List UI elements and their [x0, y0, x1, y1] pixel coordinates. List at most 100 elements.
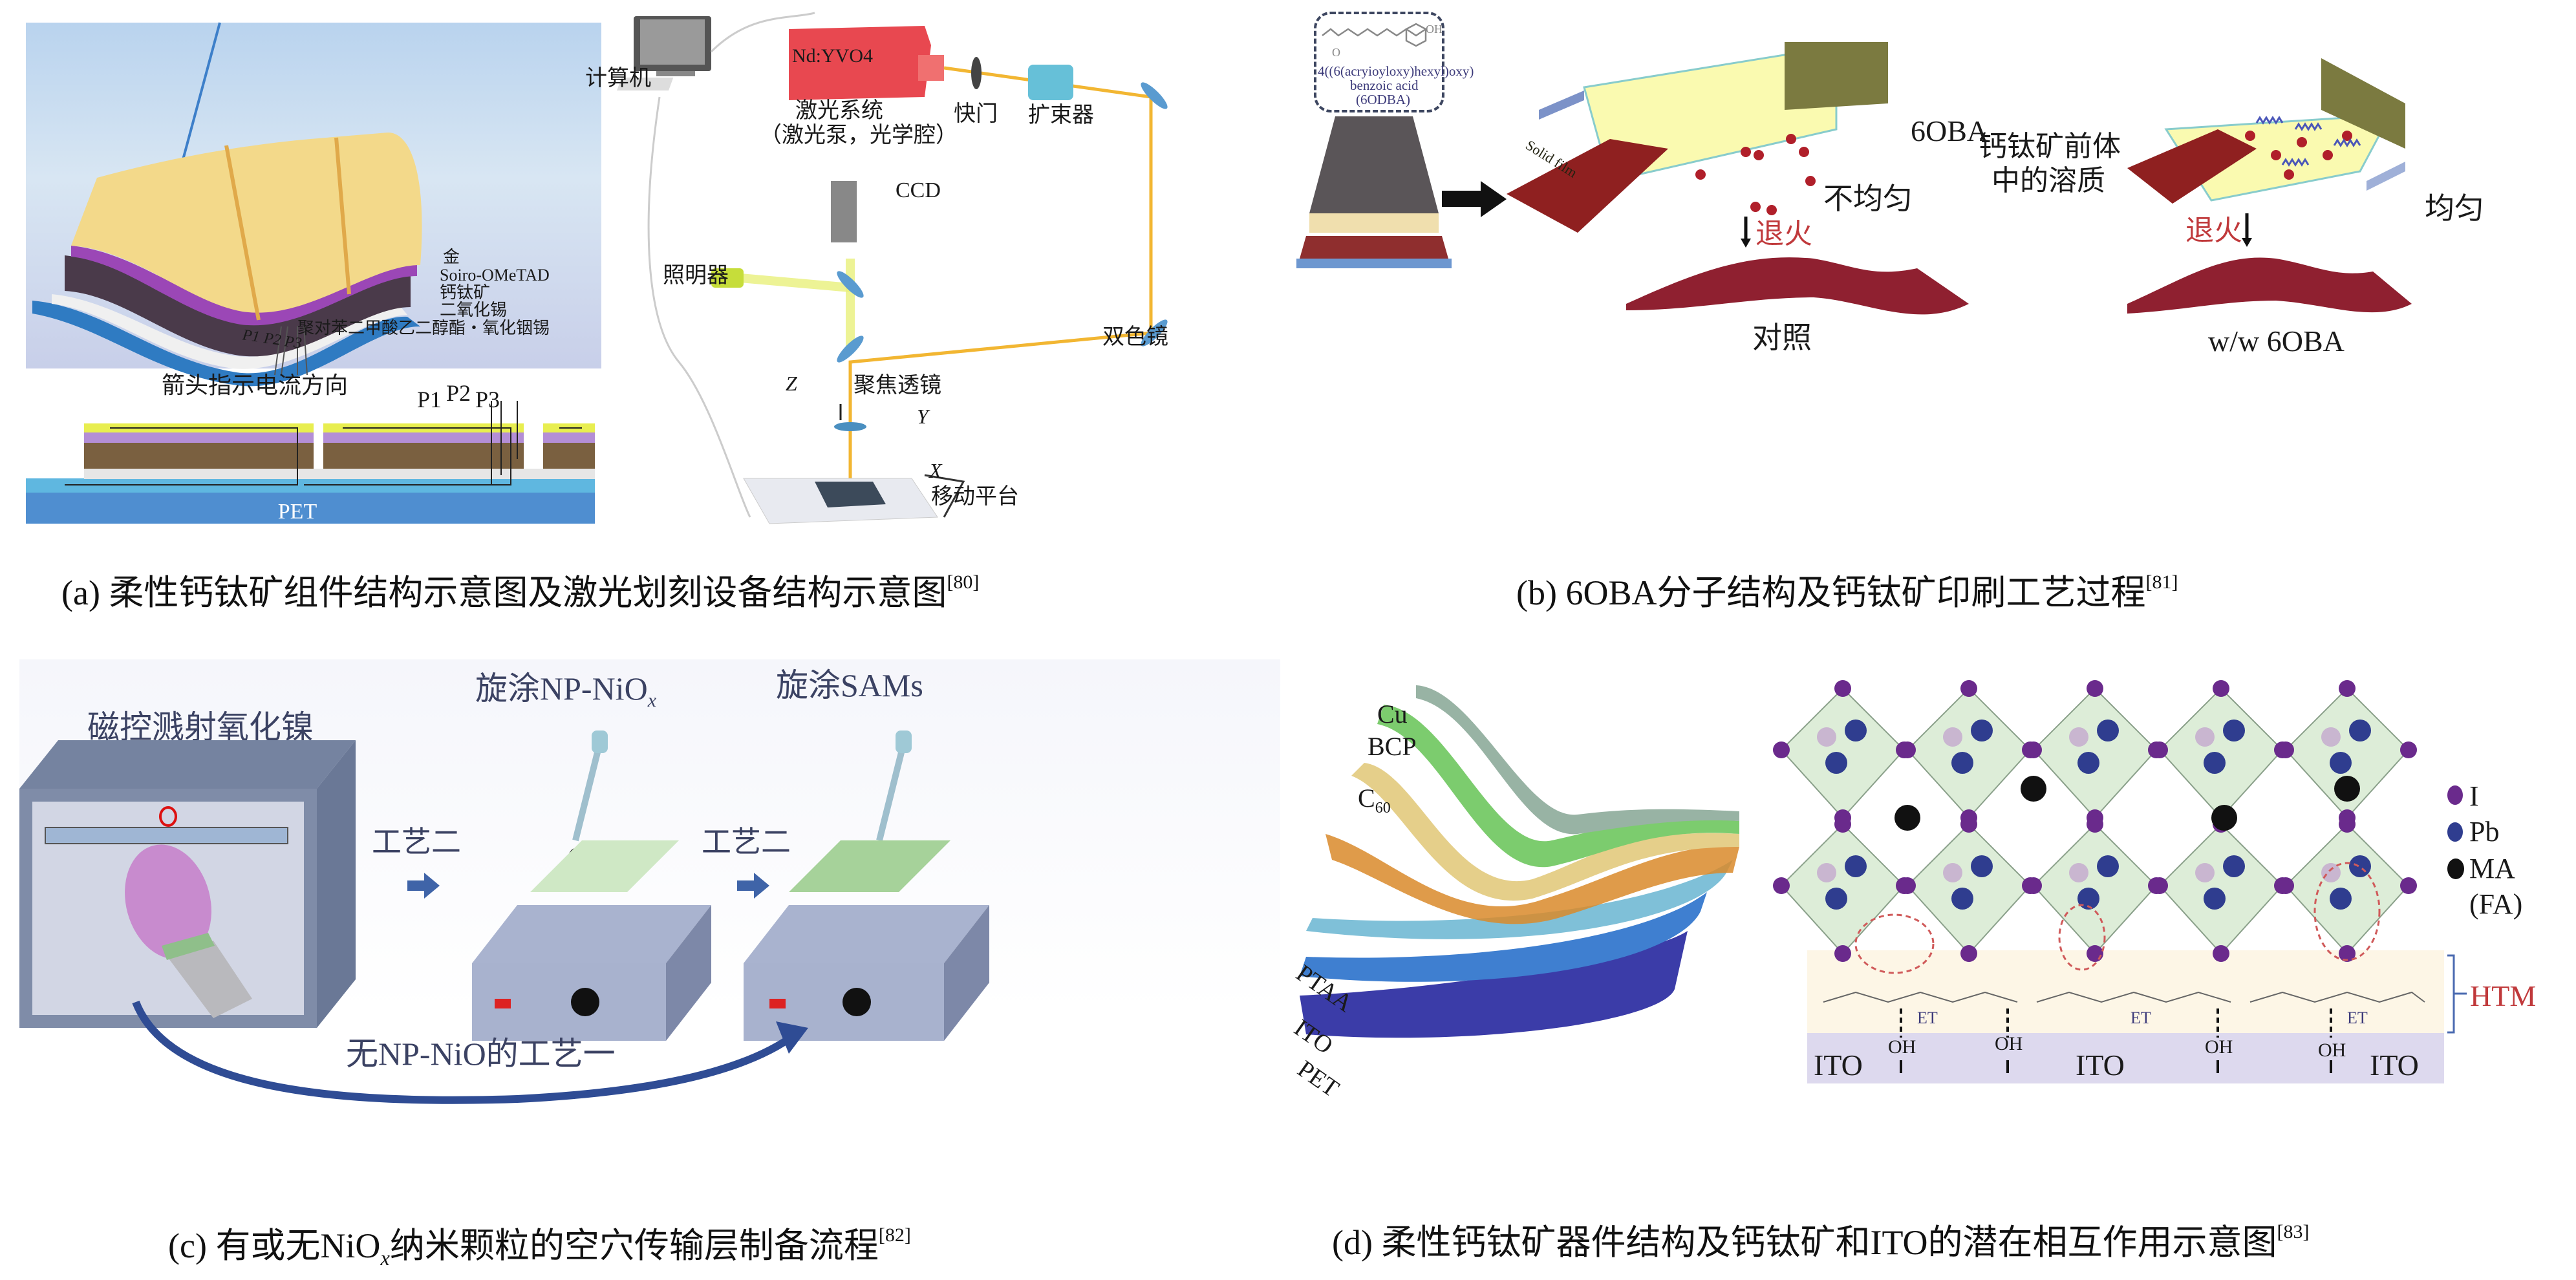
iodine-atom-back	[2321, 727, 2341, 747]
spin-np-label: 旋涂NP-NiOx	[475, 670, 657, 711]
additive-state-label: 均匀	[2425, 192, 2484, 225]
shutter-icon	[971, 57, 982, 89]
blade-icon	[2321, 58, 2405, 149]
iodine-atom	[2151, 877, 2168, 894]
iodine-atom	[2400, 741, 2417, 758]
anneal-arrow-icon	[2242, 213, 2252, 247]
c60-layer	[1351, 763, 1739, 901]
iodine-atom	[2025, 877, 2042, 894]
lead-atom	[2223, 720, 2245, 741]
dichroic-mirror-icon	[837, 336, 864, 363]
pet-label: PET	[278, 500, 317, 524]
htm-bracket-icon	[2447, 954, 2467, 1034]
iodine-atom	[1960, 680, 1977, 697]
iodine-atom	[2025, 741, 2042, 758]
htm-region	[1807, 950, 2444, 1033]
focus-lens-label: 聚焦透镜	[853, 374, 941, 398]
iodine-atom-back	[1943, 863, 1962, 882]
octahedron	[2032, 687, 2158, 819]
ito-layer	[1300, 892, 1707, 982]
additive-anneal-label: 退火	[2185, 215, 2242, 246]
lead-atom	[1951, 888, 1973, 910]
beam-expander-icon	[1028, 65, 1073, 100]
iodine-atom-back	[2321, 863, 2341, 882]
cell-stack	[84, 423, 595, 479]
legend-label-pb: Pb	[2469, 816, 2500, 848]
iodine-atom	[2339, 680, 2356, 697]
ma-cation	[2334, 776, 2360, 802]
iodine-atom	[1899, 741, 1916, 758]
legend-label-ma: MA	[2469, 853, 2515, 884]
laser-box-icon	[789, 26, 931, 100]
pet-layer	[1300, 931, 1688, 1038]
beam-expander-label: 扩束器	[1028, 103, 1094, 127]
molecule-name-line2: benzoic acid	[1350, 78, 1419, 93]
illuminator-label: 照明器	[663, 264, 729, 288]
z-axis-label: Z	[786, 372, 797, 395]
ito-label-3: ITO	[2370, 1049, 2419, 1082]
lead-atom	[1845, 855, 1867, 877]
ptaa-layer	[1306, 860, 1733, 939]
knob-icon	[571, 988, 599, 1016]
octahedron	[2032, 823, 2158, 955]
lead-atom	[1951, 752, 1973, 774]
lead-atom	[2349, 720, 2371, 741]
pet-layer	[26, 491, 595, 524]
ito-region	[1807, 1033, 2444, 1083]
et-label-3: ET	[2347, 1008, 2368, 1027]
x-axis-label: X	[929, 459, 942, 482]
solute-dots	[1695, 134, 1816, 215]
spin-coater-1-drawing	[472, 731, 711, 1041]
interaction-circle	[1854, 913, 1935, 974]
power-switch-icon	[495, 999, 511, 1008]
iodine-atom-back	[1817, 863, 1836, 882]
y-axis-label: Y	[917, 405, 928, 428]
process-arrow-icon	[407, 873, 440, 899]
oh-label-2: OH	[1995, 1033, 2023, 1054]
layer-label-perovskite: 钙钛矿	[440, 283, 491, 302]
lead-atom	[2204, 888, 2226, 910]
spin-coater-2-drawing	[744, 731, 989, 1041]
interaction-circle	[2058, 904, 2106, 971]
caption-c: (c) 有或无NiOx纳米颗粒的空穴传输层制备流程[82]	[168, 1224, 911, 1270]
oh-label-3: OH	[2205, 1036, 2233, 1058]
current-direction-note: 箭头指示电流方向	[162, 372, 349, 398]
molecule-box	[1314, 12, 1444, 112]
process1-label: 无NP-NiO的工艺一	[346, 1036, 616, 1072]
iodine-atom	[2400, 877, 2417, 894]
pipette-icon	[876, 736, 908, 842]
cross-scribe-p3: P3	[475, 387, 500, 412]
pipette-icon	[572, 736, 605, 842]
ito-label-2: ITO	[2076, 1049, 2125, 1082]
stage-label: 移动平台	[931, 485, 1019, 509]
ccd-label: CCD	[896, 178, 941, 202]
iodine-atom	[2213, 945, 2229, 962]
control-film-drawing	[1626, 257, 1969, 315]
iodine-atom-back	[2195, 727, 2215, 747]
iodine-atom-back	[2069, 727, 2088, 747]
blade-icon	[1785, 42, 1888, 110]
cu-layer	[1416, 685, 1739, 835]
module-3d-illustration: 金 Soiro-OMeTAD 钙钛矿 二氧化锡 聚对苯二甲酸乙二醇酯・氧化铟锡 …	[26, 22, 601, 387]
layer-label-pet: PET	[1293, 1055, 1344, 1103]
iodine-atom	[2087, 816, 2103, 833]
iodine-atom-back	[1817, 727, 1836, 747]
ccd-camera-icon	[831, 181, 857, 242]
legend-dot-pb	[2447, 822, 2463, 842]
iodine-atom	[2339, 945, 2356, 962]
htm-molecules-drawing	[1823, 991, 2425, 1073]
caption-a: (a) 柔性钙钛矿组件结构示意图及激光划刻设备结构示意图[80]	[61, 571, 980, 612]
additive-result-label: w/w 6OBA	[2208, 325, 2345, 357]
lead-atom	[1825, 752, 1847, 774]
et-label-1: ET	[1917, 1008, 1938, 1027]
molecule-atom-oh: OH	[1426, 23, 1443, 36]
lead-atom	[2330, 752, 2352, 774]
perovskite-layer	[65, 255, 411, 357]
lead-atom	[2097, 720, 2119, 741]
lead-atom	[2204, 752, 2226, 774]
control-state-label: 不均匀	[1823, 182, 1913, 215]
iodine-atom	[2151, 741, 2168, 758]
legend-dot-i	[2447, 785, 2463, 805]
caption-d: (d) 柔性钙钛矿器件结构及钙钛矿和ITO的潜在相互作用示意图[83]	[1332, 1221, 2310, 1262]
mirror-icon	[837, 271, 864, 298]
